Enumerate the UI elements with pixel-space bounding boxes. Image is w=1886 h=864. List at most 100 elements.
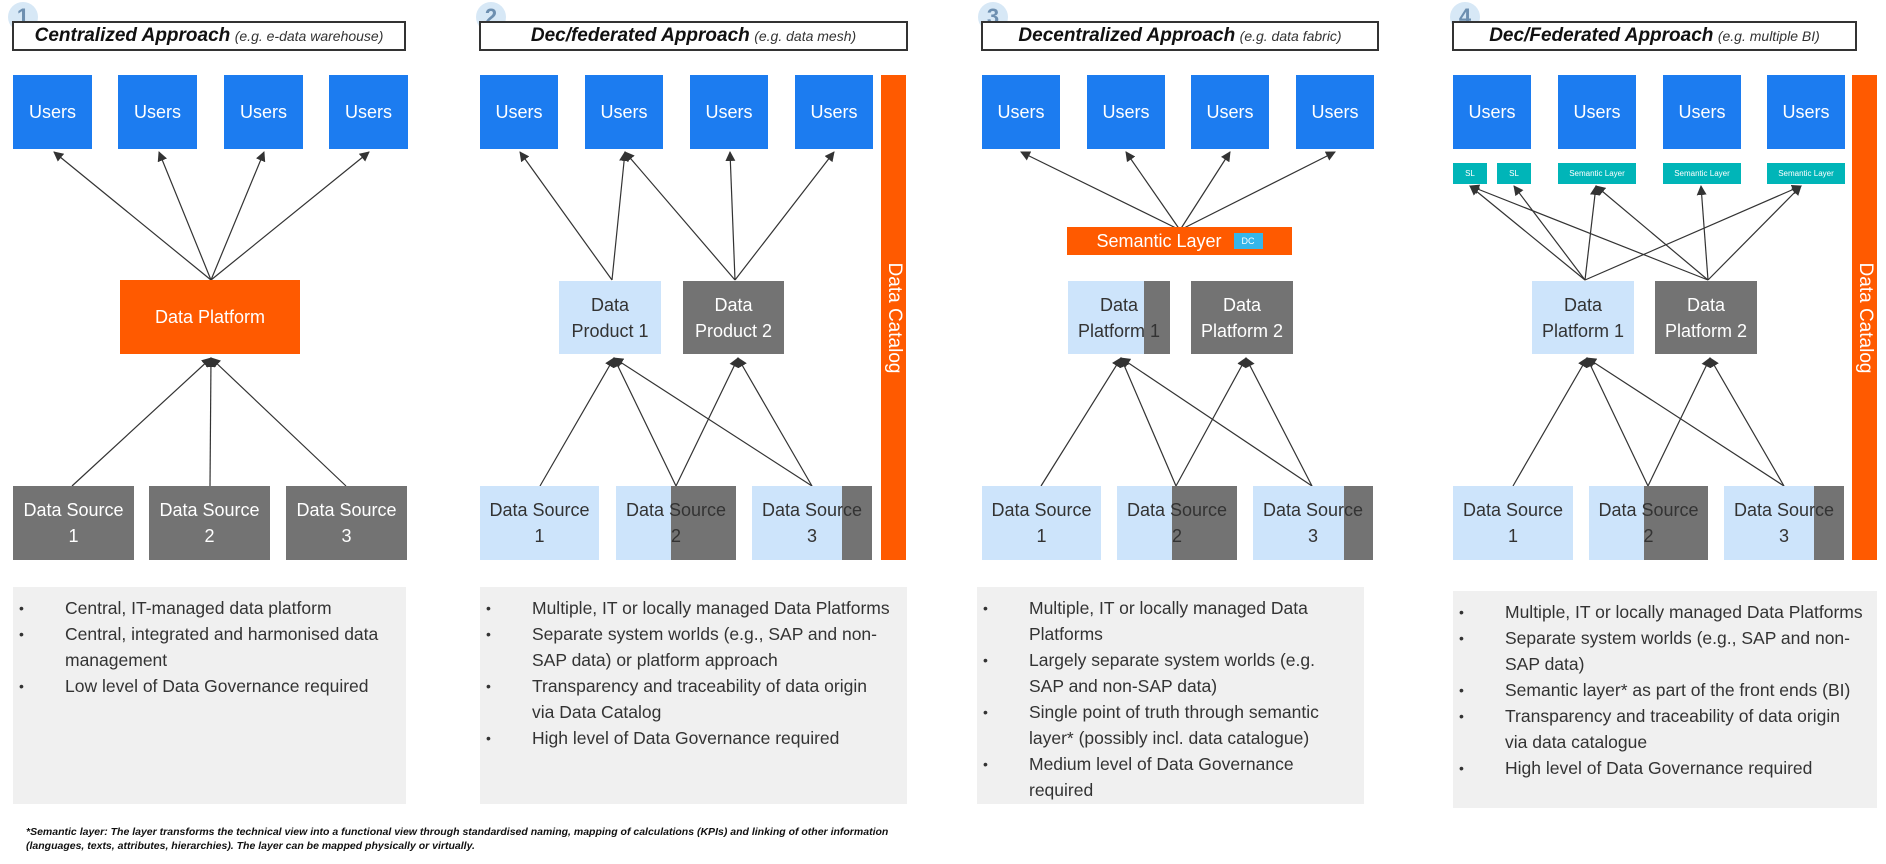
data-product-box: Data Product 2: [683, 281, 784, 354]
data-source-box: Data Source 2: [149, 486, 270, 560]
title-main: Dec/Federated Approach: [1489, 25, 1714, 46]
data-source-box: Data Source 1: [480, 486, 599, 560]
shared-segment: [671, 486, 736, 560]
bullet-item: Medium level of Data Governance required: [983, 751, 1350, 803]
data-source-box: Data Source 3: [1253, 486, 1373, 560]
bullet-item: High level of Data Governance required: [1459, 755, 1863, 781]
bullet-item: Low level of Data Governance required: [19, 673, 392, 699]
users-box: Users: [1453, 75, 1531, 149]
data-source-box: Data Source 1: [13, 486, 134, 560]
users-box: Users: [1558, 75, 1636, 149]
panel-4-title: Dec/Federated Approach (e.g. multiple BI…: [1452, 21, 1857, 51]
bullet-item: Multiple, IT or locally managed Data Pla…: [486, 595, 893, 621]
data-platform-box: Data Platform 1: [1532, 281, 1634, 354]
shared-segment: [1814, 486, 1844, 560]
data-source-label: Data Source 3: [1733, 500, 1835, 546]
bullet-item: Multiple, IT or locally managed Data Pla…: [983, 595, 1350, 647]
title-subtitle: (e.g. data mesh): [754, 28, 857, 44]
users-label: Users: [28, 102, 76, 122]
bullet-item: Separate system worlds (e.g., SAP and no…: [1459, 625, 1863, 677]
users-box: Users: [795, 75, 873, 149]
data-source-box: Data Source 3: [1724, 486, 1844, 560]
panel-4-bullets: Multiple, IT or locally managed Data Pla…: [1453, 591, 1877, 808]
data-catalog-bar: Data Catalog: [1852, 75, 1877, 560]
shared-segment: [842, 486, 872, 560]
bullet-item: Separate system worlds (e.g., SAP and no…: [486, 621, 893, 673]
users-label: Users: [1102, 102, 1150, 122]
title-main: Dec/federated Approach: [530, 25, 750, 46]
data-source-box: Data Source 3: [752, 486, 872, 560]
semantic-layer-small: Semantic Layer: [1767, 163, 1845, 184]
title-main: Decentralized Approach: [1018, 25, 1236, 46]
shared-segment: [1644, 486, 1708, 560]
users-label: Users: [1468, 102, 1516, 122]
users-label: Users: [1678, 102, 1726, 122]
data-source-box: Data Source 2: [1117, 486, 1237, 560]
bullet-item: Central, IT-managed data platform: [19, 595, 392, 621]
panel-3-bullets: Multiple, IT or locally managed Data Pla…: [977, 587, 1364, 804]
data-platform-label: Data Platform: [154, 307, 266, 327]
data-catalog-bar: Data Catalog: [881, 75, 906, 560]
users-box: Users: [585, 75, 663, 149]
panel-2-bullets: Multiple, IT or locally managed Data Pla…: [480, 587, 907, 804]
bullet-item: Transparency and traceability of data or…: [1459, 703, 1863, 755]
data-source-box: Data Source 3: [286, 486, 407, 560]
shared-segment: [1144, 281, 1170, 354]
users-box: Users: [480, 75, 558, 149]
bullet-item: Single point of truth through semantic l…: [983, 699, 1350, 751]
data-catalog-label: Data Catalog: [883, 262, 905, 373]
semantic-layer-label: Semantic Layer: [1096, 230, 1222, 251]
data-source-label: Data Source 1: [1462, 500, 1564, 546]
data-source-label: Data Source 1: [991, 500, 1092, 546]
users-box: Users: [329, 75, 408, 149]
users-box: Users: [1663, 75, 1741, 149]
data-product-label: Data Product 2: [694, 294, 773, 341]
data-source-box: Data Source 1: [1453, 486, 1573, 560]
data-product-box: Data Product 1: [559, 281, 661, 354]
title-subtitle: (e.g. multiple BI): [1717, 28, 1820, 44]
data-platform-label: Data Platform 2: [1200, 294, 1284, 341]
users-label: Users: [1311, 102, 1359, 122]
data-source-label: Data Source 1: [489, 500, 590, 546]
bullet-item: Central, integrated and harmonised data …: [19, 621, 392, 673]
title-main: Centralized Approach: [34, 25, 231, 46]
users-label: Users: [495, 102, 543, 122]
data-platform-box: Data Platform 1: [1068, 281, 1170, 354]
users-label: Users: [1573, 102, 1621, 122]
data-platform-box: Data Platform 2: [1655, 281, 1757, 354]
panel-1-bullets: Central, IT-managed data platform Centra…: [13, 587, 406, 804]
data-platform-label: Data Platform 2: [1664, 294, 1748, 341]
users-label: Users: [1782, 102, 1830, 122]
users-box: Users: [1767, 75, 1845, 149]
semantic-layer-small: Semantic Layer: [1663, 163, 1741, 184]
shared-segment: [1344, 486, 1373, 560]
semantic-layer-small: Semantic Layer: [1558, 163, 1636, 184]
data-source-label: Data Source 3: [761, 500, 863, 546]
users-label: Users: [600, 102, 648, 122]
bullet-item: Transparency and traceability of data or…: [486, 673, 893, 725]
data-source-label: Data Source 2: [1598, 500, 1699, 546]
bullet-item: Semantic layer* as part of the front end…: [1459, 677, 1863, 703]
data-source-label: Data Source 2: [159, 500, 260, 546]
dc-badge: DC: [1233, 233, 1263, 249]
users-label: Users: [997, 102, 1045, 122]
bullet-item: Largely separate system worlds (e.g. SAP…: [983, 647, 1350, 699]
data-source-box: Data Source 1: [982, 486, 1101, 560]
users-box: Users: [224, 75, 303, 149]
data-source-label: Data Source 3: [296, 500, 397, 546]
users-box: Users: [1296, 75, 1374, 149]
users-label: Users: [810, 102, 858, 122]
users-box: Users: [1087, 75, 1165, 149]
users-box: Users: [118, 75, 197, 149]
users-box: Users: [982, 75, 1060, 149]
semantic-layer-small: SL: [1497, 163, 1531, 184]
data-source-label: Data Source 3: [1262, 500, 1364, 546]
data-source-label: Data Source 1: [23, 500, 124, 546]
data-platform-box: Data Platform: [120, 280, 300, 354]
users-box: Users: [690, 75, 768, 149]
users-label: Users: [344, 102, 392, 122]
bullet-item: Multiple, IT or locally managed Data Pla…: [1459, 599, 1863, 625]
users-label: Users: [705, 102, 753, 122]
semantic-layer-small: SL: [1453, 163, 1487, 184]
